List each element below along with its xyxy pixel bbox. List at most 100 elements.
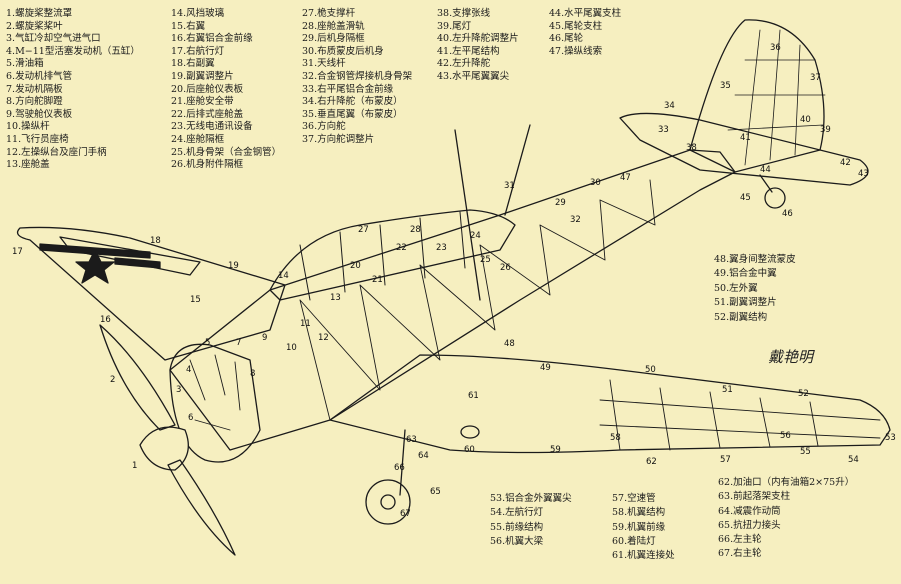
callout-number: 41 [740, 133, 751, 143]
legend-item: 29.后机身隔框 [302, 33, 365, 45]
legend-item: 25.机身骨架（合金钢管） [171, 146, 282, 158]
callout-number: 39 [820, 125, 831, 135]
legend-item: 17.右航行灯 [171, 45, 225, 57]
engine-cylinders [189, 354, 241, 431]
tail-wheel [764, 187, 786, 209]
legend-item: 47.操纵线索 [549, 45, 603, 57]
antenna-mast [454, 124, 531, 301]
legend-item: 60.着陆灯 [612, 535, 656, 547]
wing-insignia-bars [39, 243, 161, 269]
legend-item: 13.座舱盖 [6, 159, 50, 171]
legend-item: 8.方向舵脚蹬 [6, 96, 63, 108]
legend-item: 28.座舱盖滑轨 [302, 20, 365, 32]
main-wheel-hub [380, 494, 396, 510]
callout-number: 38 [686, 143, 697, 153]
legend-item: 16.右翼铝合金前缘 [171, 33, 253, 45]
callout-number: 15 [190, 295, 201, 305]
callout-number: 32 [570, 215, 581, 225]
legend-item: 62.加油口（内有油箱2×75升） [718, 477, 855, 488]
legend-item: 45.尾轮支柱 [549, 20, 603, 32]
callout-number: 61 [468, 391, 479, 401]
artist-signature: 戴艳明 [768, 348, 815, 366]
callout-number: 21 [372, 275, 383, 285]
fuselage-outline [169, 149, 736, 451]
legend-item: 64.减震作动筒 [718, 505, 781, 517]
callout-number: 19 [228, 261, 239, 271]
callout-number: 29 [555, 198, 566, 208]
legend-item: 63.前起落架支柱 [718, 491, 791, 503]
callout-number: 7 [236, 338, 241, 348]
callout-number: 24 [470, 231, 481, 241]
engine-cowling [169, 343, 261, 463]
legend-item: 41.左平尾结构 [437, 45, 500, 57]
canopy-frame [269, 209, 516, 301]
callout-number: 47 [620, 173, 631, 183]
callout-number: 51 [722, 385, 733, 395]
callout-number: 2 [110, 375, 115, 385]
legend-item: 20.后座舱仪表板 [171, 83, 244, 95]
callout-number: 66 [394, 463, 405, 473]
legend-item: 5.滑油箱 [6, 58, 44, 70]
legend-item: 26.机身附件隔框 [171, 159, 244, 171]
callout-number: 42 [840, 158, 851, 168]
callout-number: 65 [430, 487, 441, 497]
right-wing-outline [16, 226, 286, 361]
callout-number: 28 [410, 225, 421, 235]
legend-item: 43.水平尾翼翼尖 [437, 70, 510, 82]
legend-item: 56.机翼大梁 [490, 535, 544, 547]
rudder-ribs [727, 29, 826, 166]
callout-number: 18 [150, 236, 161, 246]
legend-item: 1.螺旋桨整流罩 [6, 8, 73, 19]
callout-number: 49 [540, 363, 551, 373]
callout-number: 40 [800, 115, 811, 125]
legend-item: 7.发动机隔板 [6, 83, 63, 95]
callout-number: 46 [782, 209, 793, 219]
callout-number: 16 [100, 315, 111, 325]
callout-number: 53 [885, 433, 896, 443]
callout-number: 50 [645, 365, 656, 375]
tail-wheel-strut [759, 174, 773, 193]
callout-number: 12 [318, 333, 329, 343]
main-wheel [365, 479, 411, 525]
callout-number: 20 [350, 261, 361, 271]
callout-number: 27 [358, 225, 369, 235]
callout-number: 33 [658, 125, 669, 135]
callout-number: 1 [132, 461, 137, 471]
legend-item: 50.左外翼 [714, 282, 758, 294]
legend-item: 23.无线电通讯设备 [171, 121, 253, 133]
legend-item: 18.右副翼 [171, 58, 215, 70]
callout-number: 36 [770, 43, 781, 53]
legend-item: 61.机翼连接处 [612, 550, 675, 562]
legend-item: 36.方向舵 [302, 121, 346, 133]
landing-light [460, 425, 480, 439]
legend-item: 6.发动机排气管 [6, 70, 73, 82]
legend-item: 32.合金钢管焊接机身骨架 [302, 70, 413, 82]
legend-item: 35.垂直尾翼（布蒙皮） [302, 108, 403, 120]
callout-number: 3 [176, 385, 181, 395]
propeller-spinner [139, 426, 189, 471]
legend-item: 59.机翼前缘 [612, 521, 666, 533]
callout-number: 17 [12, 247, 23, 257]
left-wing-ribs [599, 379, 881, 451]
callout-number: 26 [500, 263, 511, 273]
legend-item: 24.座舱隔框 [171, 133, 225, 145]
legend-item: 9.驾驶舱仪表板 [6, 108, 73, 120]
legend-item: 66.左主轮 [718, 534, 762, 546]
legend-item: 11.飞行员座椅 [6, 133, 69, 145]
legend-item: 37.方向舵调整片 [302, 133, 375, 145]
legend-item: 57.空速管 [612, 493, 656, 504]
legend-item: 53.铝合金外翼翼尖 [490, 493, 572, 504]
callout-number: 59 [550, 445, 561, 455]
left-wing-outline [329, 354, 891, 454]
legend-item: 49.铝合金中翼 [714, 268, 777, 280]
callout-number: 44 [760, 165, 771, 175]
legend-item: 30.布质蒙皮后机身 [302, 45, 384, 57]
callout-number: 43 [858, 169, 869, 179]
legend-item: 40.左升降舵调整片 [437, 33, 519, 45]
